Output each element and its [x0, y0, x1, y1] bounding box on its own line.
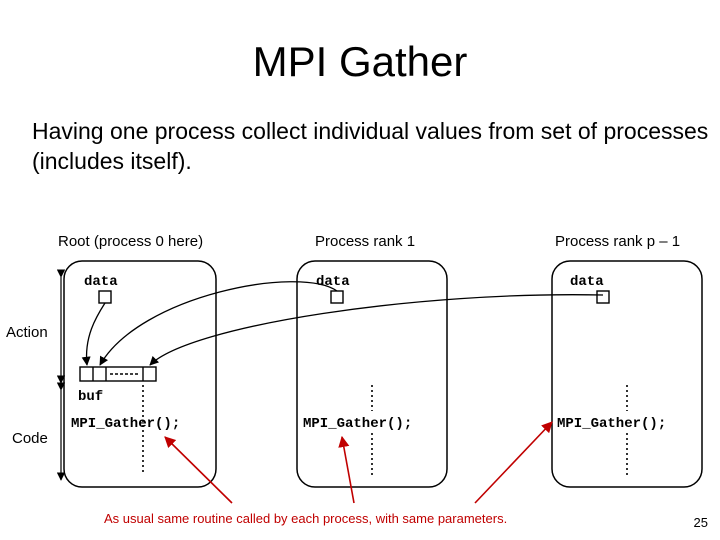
process-rank-1-box: [296, 260, 448, 488]
process-rank-1-header: Process rank 1: [315, 233, 415, 250]
root-mpi-gather-call: MPI_Gather();: [71, 416, 180, 432]
action-label: Action: [6, 324, 48, 341]
root-data-cell: [98, 290, 112, 304]
rank1-mpi-gather-call: MPI_Gather();: [303, 416, 412, 432]
code-label: Code: [12, 430, 48, 447]
rankp-mpi-gather-call: MPI_Gather();: [557, 416, 666, 432]
callout-arrow-rank1: [338, 435, 355, 504]
arrow-rank1-to-buf: [99, 281, 338, 366]
callout-note: As usual same routine called by each pro…: [104, 511, 507, 526]
rankp-data-label: data: [570, 274, 604, 290]
root-buf-label: buf: [78, 389, 103, 405]
mpi-gather-diagram: Root (process 0 here) Process rank 1 Pro…: [6, 233, 703, 526]
process-rank-p-1-box: [551, 260, 703, 488]
arrow-rankp-to-buf: [149, 294, 604, 366]
rankp-data-cell: [596, 290, 610, 304]
callout-arrow-root: [164, 436, 233, 504]
rank1-data-cell: [330, 290, 344, 304]
slide-title: MPI Gather: [252, 38, 468, 85]
page-number: 25: [693, 515, 708, 530]
process-rank-p-1-header: Process rank p – 1: [555, 233, 680, 250]
root-data-label: data: [84, 274, 118, 290]
callout-arrow-rankp: [474, 421, 553, 504]
arrow-root-to-buf: [81, 302, 106, 366]
root-buf-array: [79, 366, 157, 382]
intro-text: Having one process collect individual va…: [32, 118, 709, 174]
rank1-data-label: data: [316, 274, 350, 290]
root-process-header: Root (process 0 here): [58, 233, 203, 250]
